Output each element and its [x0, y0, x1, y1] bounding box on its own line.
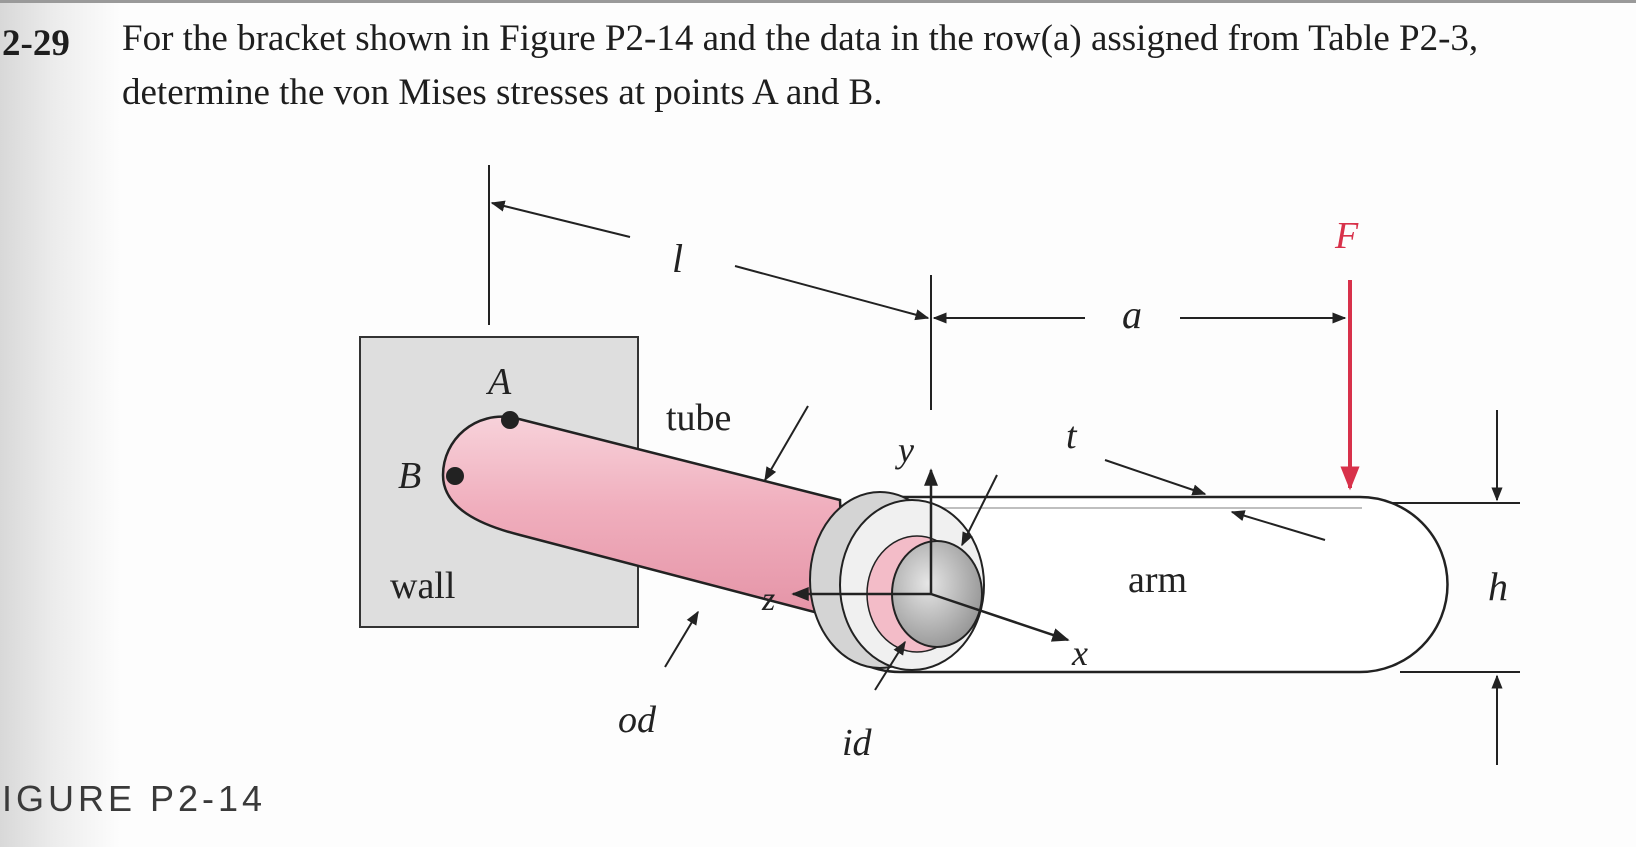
scan-shadow [0, 0, 120, 847]
od-label: od [618, 699, 657, 741]
tube-leader [764, 405, 809, 482]
height-label: h [1488, 564, 1508, 609]
thickness-label: t [1066, 415, 1078, 457]
axis-y-label: y [895, 430, 914, 470]
problem-statement: For the bracket shown in Figure P2-14 an… [122, 18, 1479, 113]
axis-x-arrow [930, 592, 1070, 642]
length-label: l [672, 236, 683, 281]
dim-t-arrow-bottom [1230, 510, 1326, 541]
tube-label: tube [666, 397, 731, 439]
figure-caption: IGURE P2-14 [2, 778, 267, 819]
axis-z-label: z [761, 581, 775, 618]
od-leader [664, 610, 699, 668]
page-top-rule [0, 0, 1636, 3]
inner-leader [961, 474, 998, 547]
dim-l-arrow-right [734, 265, 930, 321]
point-b-marker [446, 467, 464, 485]
offset-label: a [1122, 292, 1142, 337]
dim-l-arrow-left [490, 200, 631, 238]
axis-x-label: x [1071, 633, 1088, 673]
force-label: F [1334, 215, 1359, 257]
point-a-label: A [485, 361, 512, 403]
point-b-label: B [398, 455, 421, 497]
wall-label: wall [390, 565, 455, 607]
id-leader [874, 640, 906, 691]
problem-number: 2-29 [2, 23, 70, 64]
dim-t-arrow-top [1104, 459, 1207, 496]
tube-body [441, 415, 847, 622]
id-label: id [842, 722, 873, 764]
point-a-marker [501, 411, 519, 429]
arm-label: arm [1128, 559, 1187, 601]
